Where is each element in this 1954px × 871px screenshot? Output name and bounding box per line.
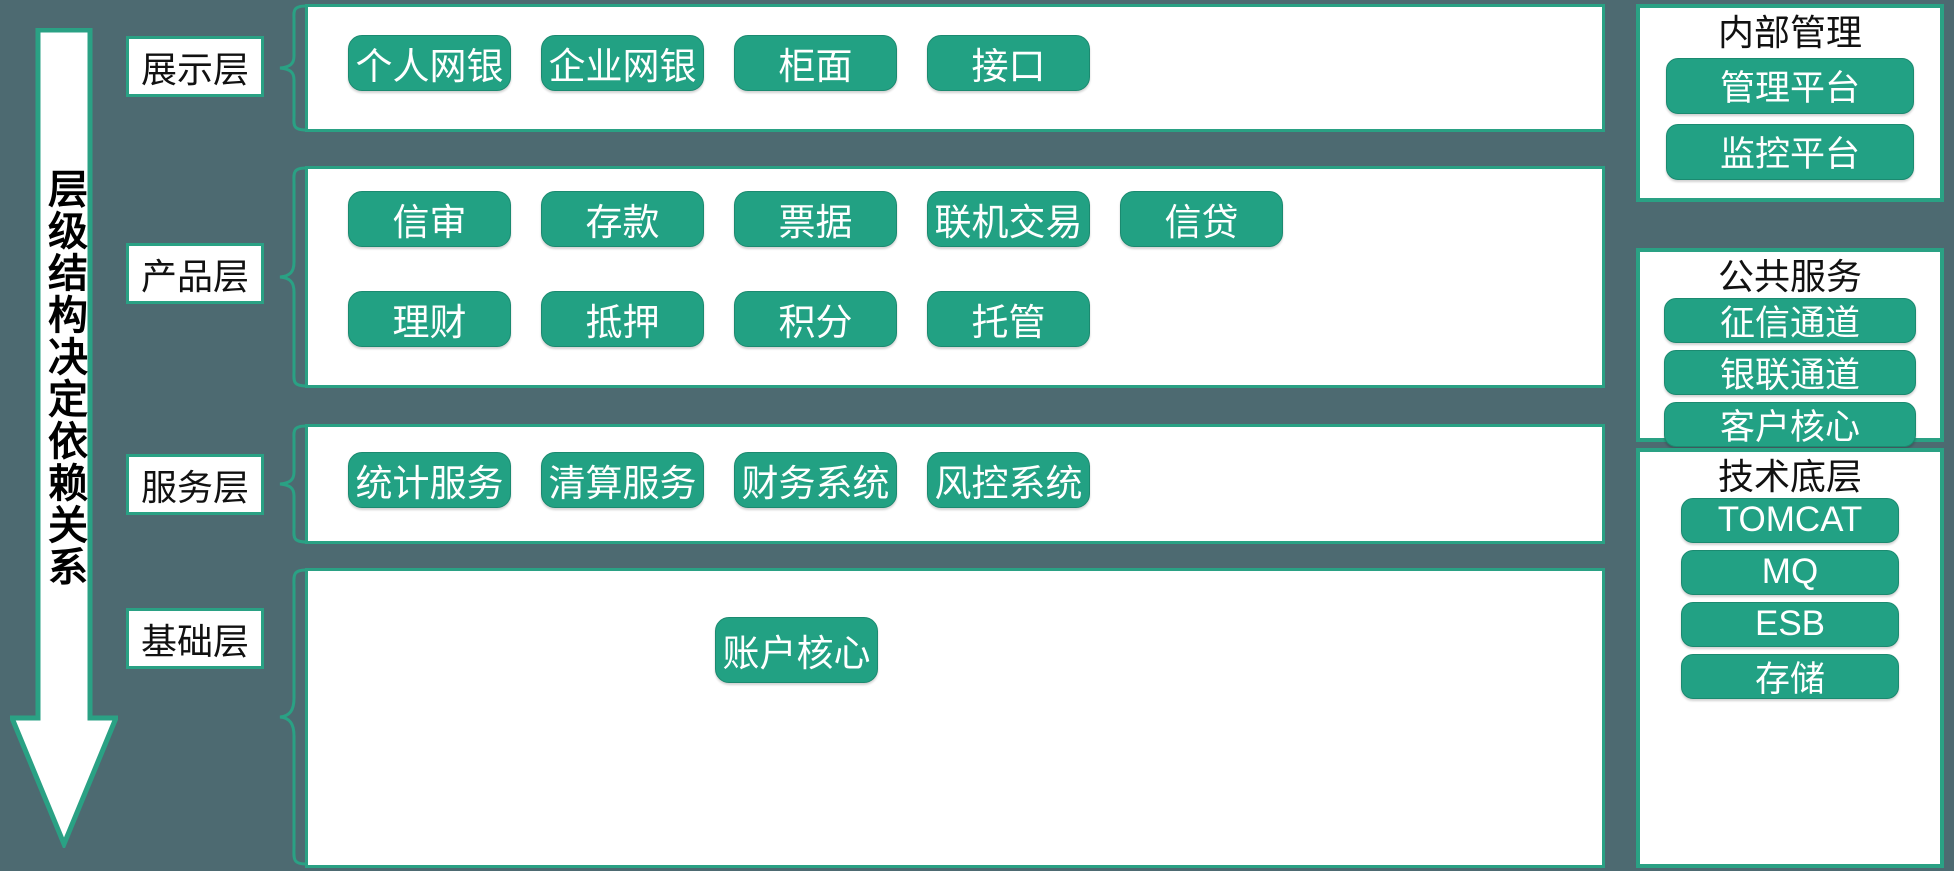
chip-row-presentation: 个人网银 企业网银 柜面 接口 <box>348 35 1090 91</box>
chip-deposit[interactable]: 存款 <box>541 191 704 247</box>
chip-bill[interactable]: 票据 <box>734 191 897 247</box>
side-panel-public-service: 公共服务 征信通道 银联通道 客户核心 <box>1636 248 1944 447</box>
layer-panel-service: 统计服务 清算服务 财务系统 风控系统 <box>305 424 1605 544</box>
downward-arrow-icon <box>10 28 118 848</box>
chip-monitoring-platform[interactable]: 监控平台 <box>1666 123 1914 180</box>
chip-custody[interactable]: 托管 <box>927 291 1090 347</box>
layer-label-product[interactable]: 产品层 <box>126 243 264 304</box>
side-panel-title-technology-foundation: 技术底层 <box>1717 456 1862 497</box>
chip-risk-control-system[interactable]: 风控系统 <box>927 452 1090 508</box>
brace-product <box>279 166 307 388</box>
brace-service <box>279 424 307 544</box>
layer-panel-product: 信审 存款 票据 联机交易 信贷 理财 抵押 积分 托管 <box>305 166 1605 388</box>
layer-direction-arrow: 层级结构决定依赖关系 <box>10 28 118 848</box>
chip-enterprise-ebank[interactable]: 企业网银 <box>541 35 704 91</box>
chip-management-platform[interactable]: 管理平台 <box>1666 57 1914 114</box>
brace-foundation <box>279 568 307 866</box>
chip-row-foundation: 账户核心 <box>715 617 878 683</box>
layer-label-presentation[interactable]: 展示层 <box>126 36 264 97</box>
side-panel-title-internal-management: 内部管理 <box>1717 12 1862 53</box>
chip-loan[interactable]: 信贷 <box>1120 191 1283 247</box>
side-panel-internal-management: 内部管理 管理平台 监控平台 <box>1636 4 1944 202</box>
chip-counter[interactable]: 柜面 <box>734 35 897 91</box>
chip-statistics-service[interactable]: 统计服务 <box>348 452 511 508</box>
side-panel-technology-foundation: 技术底层 TOMCAT MQ ESB 存储 <box>1636 448 1944 868</box>
chip-online-transaction[interactable]: 联机交易 <box>927 191 1090 247</box>
chip-storage[interactable]: 存储 <box>1681 653 1899 699</box>
chip-credit-channel[interactable]: 征信通道 <box>1664 297 1916 343</box>
layer-label-foundation[interactable]: 基础层 <box>126 608 264 669</box>
chip-finance-system[interactable]: 财务系统 <box>734 452 897 508</box>
chip-mortgage[interactable]: 抵押 <box>541 291 704 347</box>
chip-points[interactable]: 积分 <box>734 291 897 347</box>
layer-label-service[interactable]: 服务层 <box>126 454 264 515</box>
arrow-label: 层级结构决定依赖关系 <box>42 168 86 588</box>
chip-personal-ebank[interactable]: 个人网银 <box>348 35 511 91</box>
chip-row-product-1: 信审 存款 票据 联机交易 信贷 <box>348 191 1283 247</box>
layer-panel-foundation: 账户核心 <box>305 568 1605 868</box>
chip-account-core[interactable]: 账户核心 <box>715 617 878 683</box>
brace-presentation <box>279 4 307 132</box>
chip-esb[interactable]: ESB <box>1681 601 1899 647</box>
chip-credit-review[interactable]: 信审 <box>348 191 511 247</box>
chip-unionpay-channel[interactable]: 银联通道 <box>1664 349 1916 395</box>
chip-mq[interactable]: MQ <box>1681 549 1899 595</box>
chip-tomcat[interactable]: TOMCAT <box>1681 497 1899 543</box>
chip-settlement-service[interactable]: 清算服务 <box>541 452 704 508</box>
chip-row-service: 统计服务 清算服务 财务系统 风控系统 <box>348 452 1090 508</box>
side-panel-title-public-service: 公共服务 <box>1717 256 1862 297</box>
chip-row-product-2: 理财 抵押 积分 托管 <box>348 291 1090 347</box>
layer-panel-presentation: 个人网银 企业网银 柜面 接口 <box>305 4 1605 132</box>
chip-customer-core[interactable]: 客户核心 <box>1664 401 1916 447</box>
chip-wealth-management[interactable]: 理财 <box>348 291 511 347</box>
chip-interface[interactable]: 接口 <box>927 35 1090 91</box>
